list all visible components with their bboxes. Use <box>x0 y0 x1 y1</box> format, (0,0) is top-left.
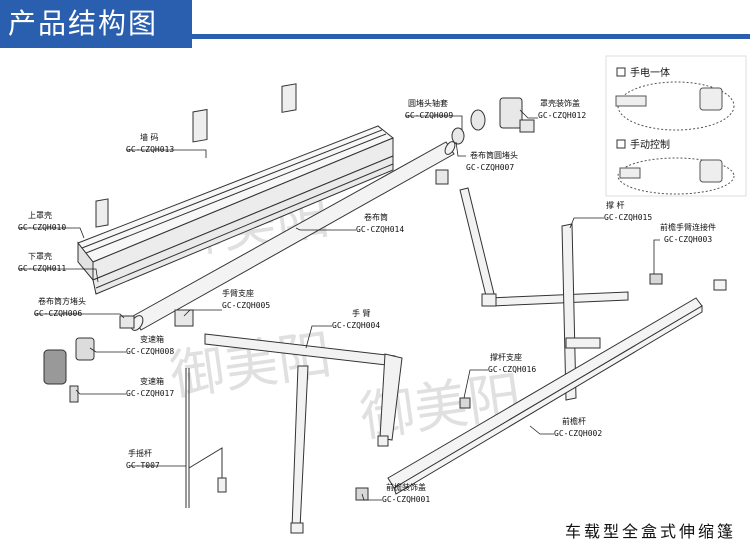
svg-text:变速箱: 变速箱 <box>140 376 164 386</box>
svg-text:手 臂: 手 臂 <box>352 308 371 318</box>
svg-text:GC-CZQH003: GC-CZQH003 <box>664 235 712 244</box>
header-bar: 产品结构图 <box>0 0 750 48</box>
svg-text:前檐杆: 前檐杆 <box>562 416 586 426</box>
svg-text:罩壳装饰盖: 罩壳装饰盖 <box>540 98 580 108</box>
gearbox-drawing <box>43 337 95 403</box>
label-crank: 手摇杆 GC-T007 <box>126 448 160 470</box>
svg-text:卷布筒: 卷布筒 <box>364 212 388 222</box>
label-eave-deco: 前檐装饰盖 GC-CZQH001 <box>382 482 430 504</box>
roller-tube-drawing <box>130 141 456 331</box>
svg-text:变速箱: 变速箱 <box>140 334 164 344</box>
svg-text:撑 杆: 撑 杆 <box>606 200 625 210</box>
svg-text:GC-CZQH012: GC-CZQH012 <box>538 111 586 120</box>
svg-text:手臂支座: 手臂支座 <box>222 288 254 298</box>
label-front-eave-bar: 前檐杆 GC-CZQH002 <box>554 416 602 438</box>
fittings-drawing <box>355 273 663 501</box>
leader-lines <box>18 109 660 501</box>
label-round-plug-shaft: 圆堵头轴套 GC-CZQH009 <box>405 98 453 120</box>
svg-text:GC-CZQH017: GC-CZQH017 <box>126 389 174 398</box>
svg-text:GC-T007: GC-T007 <box>126 461 160 470</box>
svg-text:GC-CZQH002: GC-CZQH002 <box>554 429 602 438</box>
upper-cover-drawing <box>77 125 394 295</box>
label-lower-cover: 下罩壳 GC-CZQH011 <box>18 251 66 273</box>
label-arm: 手 臂 GC-CZQH004 <box>332 308 380 330</box>
label-gearbox-2: 变速箱 GC-CZQH017 <box>126 376 174 398</box>
inset-option-manual: 手动控制 <box>630 138 670 151</box>
svg-text:上罩壳: 上罩壳 <box>28 210 52 220</box>
header-rule <box>192 34 750 39</box>
svg-text:GC-CZQH015: GC-CZQH015 <box>604 213 652 222</box>
inset-option-electric: 手电一体 <box>630 66 670 79</box>
part-labels: 墙 码 GC-CZQH013 上罩壳 GC-CZQH010 下罩壳 GC-CZQ… <box>18 98 716 504</box>
watermark: 御美阳 <box>166 323 335 408</box>
svg-text:GC-CZQH013: GC-CZQH013 <box>126 145 174 154</box>
svg-text:圆堵头轴套: 圆堵头轴套 <box>408 98 448 108</box>
label-tube-round-plug: 卷布筒圆堵头 GC-CZQH007 <box>466 150 518 172</box>
label-roller-tube: 卷布筒 GC-CZQH014 <box>356 212 404 234</box>
svg-text:GC-CZQH007: GC-CZQH007 <box>466 163 514 172</box>
svg-text:卷布筒圆堵头: 卷布筒圆堵头 <box>470 150 518 160</box>
exploded-view-diagram: 御美阳 御美阳 御美阳 <box>18 55 747 534</box>
front-eave-bar-drawing <box>387 279 727 495</box>
svg-text:GC-CZQH009: GC-CZQH009 <box>405 111 453 120</box>
inset-options: 手电一体 手动控制 <box>605 55 747 197</box>
svg-text:前檐装饰盖: 前檐装饰盖 <box>386 482 426 492</box>
label-upper-cover: 上罩壳 GC-CZQH010 <box>18 210 66 232</box>
tube-plug-drawing <box>119 309 194 329</box>
svg-text:GC-CZQH016: GC-CZQH016 <box>488 365 536 374</box>
label-wall-code: 墙 码 GC-CZQH013 <box>126 132 174 154</box>
svg-text:手摇杆: 手摇杆 <box>128 448 152 458</box>
svg-text:GC-CZQH011: GC-CZQH011 <box>18 264 66 273</box>
wall-bracket-drawing <box>95 83 297 228</box>
label-brace: 撑 杆 GC-CZQH015 <box>604 200 652 222</box>
svg-text:下罩壳: 下罩壳 <box>28 251 52 261</box>
svg-text:GC-CZQH005: GC-CZQH005 <box>222 301 270 310</box>
label-arm-mount: 手臂支座 GC-CZQH005 <box>222 288 270 310</box>
arm-drawing <box>204 333 403 447</box>
svg-text:撑杆支座: 撑杆支座 <box>490 352 522 362</box>
svg-text:GC-CZQH004: GC-CZQH004 <box>332 321 380 330</box>
label-brace-mount: 撑杆支座 GC-CZQH016 <box>488 352 536 374</box>
svg-text:GC-CZQH014: GC-CZQH014 <box>356 225 404 234</box>
svg-text:GC-CZQH008: GC-CZQH008 <box>126 347 174 356</box>
svg-text:GC-CZQH001: GC-CZQH001 <box>382 495 430 504</box>
round-plug-drawing <box>435 97 535 185</box>
svg-text:GC-CZQH010: GC-CZQH010 <box>18 223 66 232</box>
svg-text:前檐手臂连接件: 前檐手臂连接件 <box>660 222 716 232</box>
label-gearbox-1: 变速箱 GC-CZQH008 <box>126 334 174 356</box>
svg-text:GC-CZQH006: GC-CZQH006 <box>34 309 82 318</box>
label-cover-deco: 罩壳装饰盖 GC-CZQH012 <box>538 98 586 120</box>
svg-text:卷布筒方堵头: 卷布筒方堵头 <box>38 296 86 306</box>
page-title: 产品结构图 <box>0 0 192 48</box>
crank-drawing <box>185 365 309 534</box>
product-caption: 车载型全盒式伸缩篷 <box>564 522 736 541</box>
label-eave-arm-connector: 前檐手臂连接件 GC-CZQH003 <box>660 222 716 244</box>
svg-text:墙 码: 墙 码 <box>140 132 159 142</box>
brace-drawing <box>459 187 629 401</box>
label-tube-square-plug: 卷布筒方堵头 GC-CZQH006 <box>34 296 86 318</box>
